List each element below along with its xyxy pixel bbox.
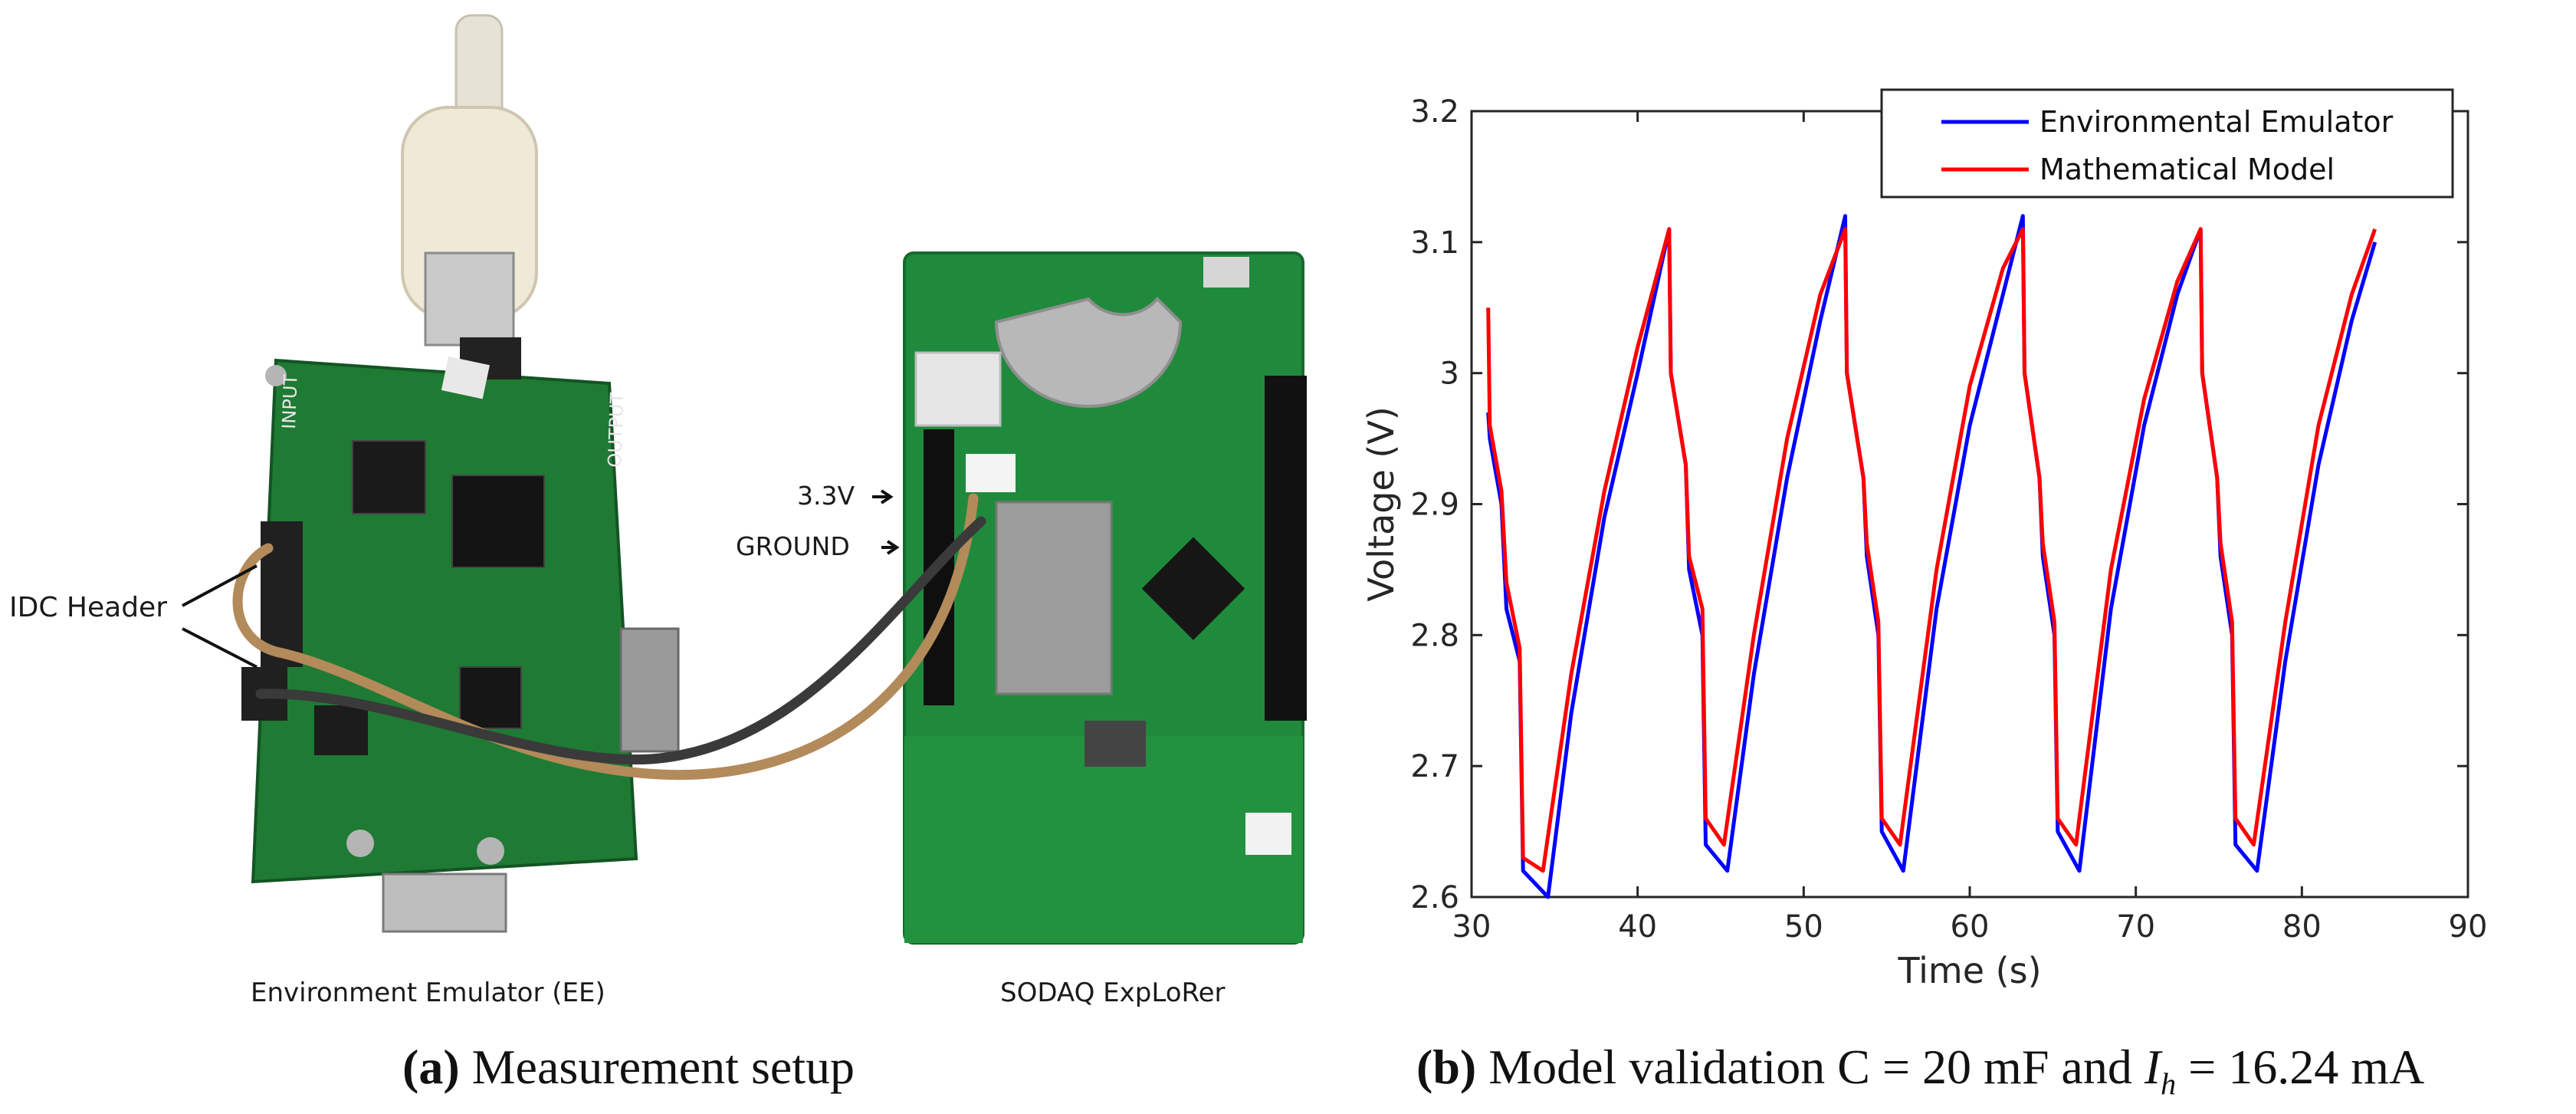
caption-a: (a) Measurement setup (402, 1039, 855, 1096)
y-axis-label: Voltage (V) (1360, 406, 1402, 602)
plot-area-box (1470, 110, 2469, 899)
legend-label-1: Mathematical Model (2039, 153, 2335, 186)
annotation-lines (182, 489, 900, 669)
legend-box (1880, 88, 2454, 199)
environment-emulator-board: INPUT OUTPUT (241, 337, 680, 933)
x-tick-label: 60 (1951, 909, 1990, 945)
output-silkscreen: OUTPUT (604, 392, 628, 468)
x-tick-label: 70 (2116, 909, 2155, 945)
y-tick-label: 2.8 (1410, 618, 1459, 653)
panel-a-measurement-setup: INPUT OUTPUT (9, 14, 1307, 1096)
caption-a-letter: (a) (402, 1040, 460, 1094)
ground-label: GROUND (736, 531, 850, 561)
idc-header-label: IDC Header (9, 592, 167, 623)
usb-cable (401, 14, 538, 347)
x-tick-label: 40 (1618, 909, 1657, 945)
y-tick-label: 3.2 (1410, 94, 1459, 130)
caption-a-text: Measurement setup (471, 1040, 855, 1094)
caption-b: (b) Model validation C = 20 mF and Ih = … (1416, 1039, 2424, 1102)
caption-b-ih: Ih (2144, 1040, 2176, 1101)
measurement-setup-photo: INPUT OUTPUT (182, 14, 1307, 945)
environment-emulator-label: Environment Emulator (EE) (251, 978, 605, 1008)
caption-b-ih-main: I (2144, 1040, 2161, 1094)
plot-frame (1470, 110, 2469, 899)
series-line-1 (1486, 227, 2377, 873)
input-silkscreen: INPUT (278, 373, 301, 429)
caption-b-letter: (b) (1416, 1040, 1477, 1094)
sodaq-explorer-board (903, 251, 1307, 945)
x-tick-label: 30 (1452, 909, 1491, 945)
legend-label-0: Environmental Emulator (2039, 105, 2394, 139)
ticks-layer: 30 40 50 60 70 80 90 2.6 2.7 2.8 2.9 3 3.1 3.2 (1410, 94, 2487, 945)
caption-b-text-after: = 16.24 mA (2176, 1040, 2425, 1094)
y-tick-label: 2.7 (1410, 749, 1459, 784)
y-tick-label: 3.1 (1410, 225, 1459, 261)
caption-b-text: Model validation C = 20 mF and (1488, 1040, 2144, 1094)
y-tick-label: 2.6 (1410, 880, 1459, 915)
x-tick-label: 80 (2282, 909, 2322, 945)
y-tick-label: 2.9 (1410, 488, 1459, 523)
sodaq-explorer-label: SODAQ ExpLoRer (1000, 978, 1226, 1008)
x-axis-label: Time (s) (1897, 950, 2041, 991)
voltage-chart: 30 40 50 60 70 80 90 2.6 2.7 2.8 2.9 3 3.1 3.2 Time (… (1360, 88, 2487, 991)
x-tick-label: 50 (1784, 909, 1823, 945)
series-layer (1486, 214, 2377, 899)
caption-b-ih-sub: h (2161, 1066, 2177, 1101)
wires (232, 493, 986, 780)
3v3-label: 3.3V (797, 481, 855, 511)
x-tick-label: 90 (2449, 909, 2488, 945)
y-tick-label: 3 (1440, 357, 1459, 392)
